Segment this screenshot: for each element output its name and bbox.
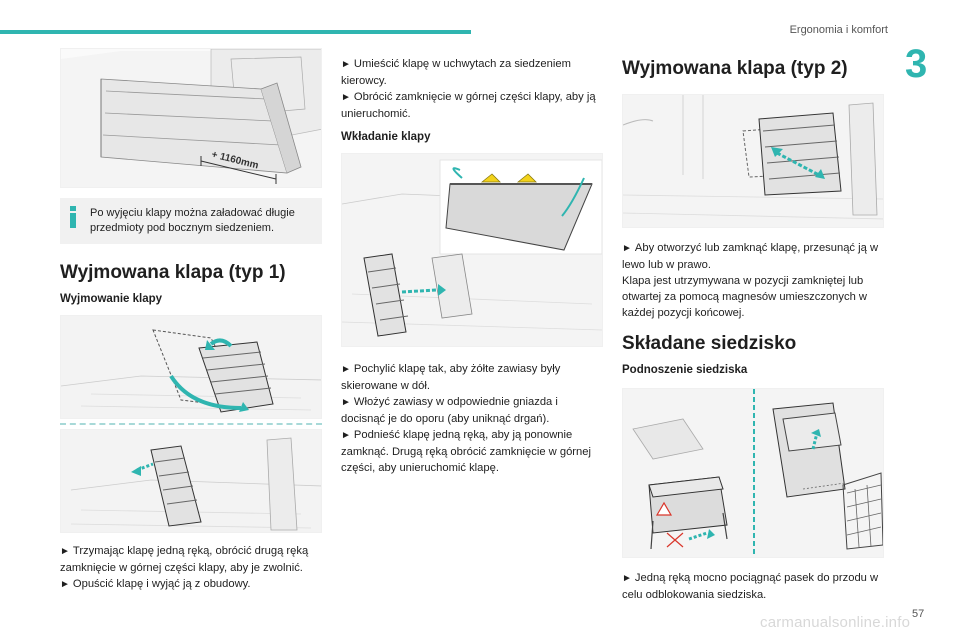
info-icon — [70, 206, 76, 228]
column2-subtitle: Wkładanie klapy — [341, 131, 431, 143]
section1-step-1: ►Trzymając klapę jedną ręką, obrócić dru… — [60, 545, 309, 574]
section3-step: ►Jedną ręką mocno pociągnąć pasek do prz… — [622, 572, 879, 601]
section2-note: Klapa jest utrzymywana w pozycji zamknię… — [622, 275, 867, 319]
step-arrow-icon: ► — [622, 243, 632, 254]
section3-subtitle: Podnoszenie siedziska — [622, 364, 748, 376]
chapter-number: 3 — [905, 42, 928, 86]
illustration-panel-lift-out — [61, 430, 321, 532]
figure-long-items-cargo: + 1160mm — [60, 48, 322, 188]
illustration-folding-seat — [623, 389, 883, 557]
watermark: carmanualsonline.info — [760, 614, 911, 631]
figure-remove-panel-top — [60, 315, 322, 419]
column2-step-2: ►Obrócić zamknięcie w górnej części klap… — [341, 91, 596, 120]
section2-step: ►Aby otworzyć lub zamknąć klapę, przesun… — [622, 242, 879, 271]
section1-subtitle: Wyjmowanie klapy — [60, 293, 163, 305]
step-arrow-icon: ► — [622, 573, 632, 584]
column2-step-3: ►Pochylić klapę tak, aby żółte zawiasy b… — [341, 363, 561, 392]
yellow-hinge-icon — [516, 173, 537, 183]
figure-folding-seat — [622, 388, 884, 558]
step-arrow-icon: ► — [60, 579, 70, 590]
column2-step-1: ►Umieścić klapę w uchwytach za siedzenie… — [341, 58, 571, 87]
step-arrow-icon: ► — [341, 364, 351, 375]
header-accent-bar — [0, 30, 471, 34]
section3-title: Składane siedzisko — [622, 333, 797, 354]
step-arrow-icon: ► — [341, 59, 351, 70]
illustration-panel-insertion — [342, 154, 602, 346]
figure-sliding-panel — [622, 94, 884, 228]
section-title: Ergonomia i komfort — [789, 24, 888, 36]
illustration-sliding-panel — [623, 95, 883, 227]
column2-step-5: ►Podnieść klapę jedną ręką, aby ją ponow… — [341, 429, 591, 474]
info-note: Po wyjęciu klapy można załadować długie … — [60, 198, 322, 244]
page-number: 57 — [912, 608, 925, 620]
illustration-panel-removal — [61, 316, 321, 418]
section2-title: Wyjmowana klapa (typ 2) — [622, 58, 848, 79]
column2-step-4: ►Włożyć zawiasy w odpowiednie gniazda i … — [341, 396, 558, 425]
illustration-cargo-space: + 1160mm — [61, 49, 321, 187]
figure-remove-panel-bottom — [60, 429, 322, 533]
yellow-hinge-icon — [480, 173, 501, 183]
step-arrow-icon: ► — [341, 430, 351, 441]
column-right: Wyjmowana klapa (typ 2) ►Aby otworzyć lu… — [622, 48, 887, 603]
warning-icon — [655, 501, 673, 516]
prohibited-icon — [666, 532, 684, 548]
step-arrow-icon: ► — [341, 397, 351, 408]
figure-separator — [60, 423, 322, 425]
column-middle: ►Umieścić klapę w uchwytach za siedzenie… — [341, 48, 603, 476]
section1-title: Wyjmowana klapa (typ 1) — [60, 262, 286, 283]
column-left: + 1160mm Po wyjęciu klapy można załadowa… — [60, 48, 322, 593]
info-text: Po wyjęciu klapy można załadować długie … — [90, 207, 295, 234]
step-arrow-icon: ► — [60, 546, 70, 557]
step-arrow-icon: ► — [341, 92, 351, 103]
figure-insert-panel — [341, 153, 603, 347]
section1-step-2: ►Opuścić klapę i wyjąć ją z obudowy. — [60, 578, 251, 590]
